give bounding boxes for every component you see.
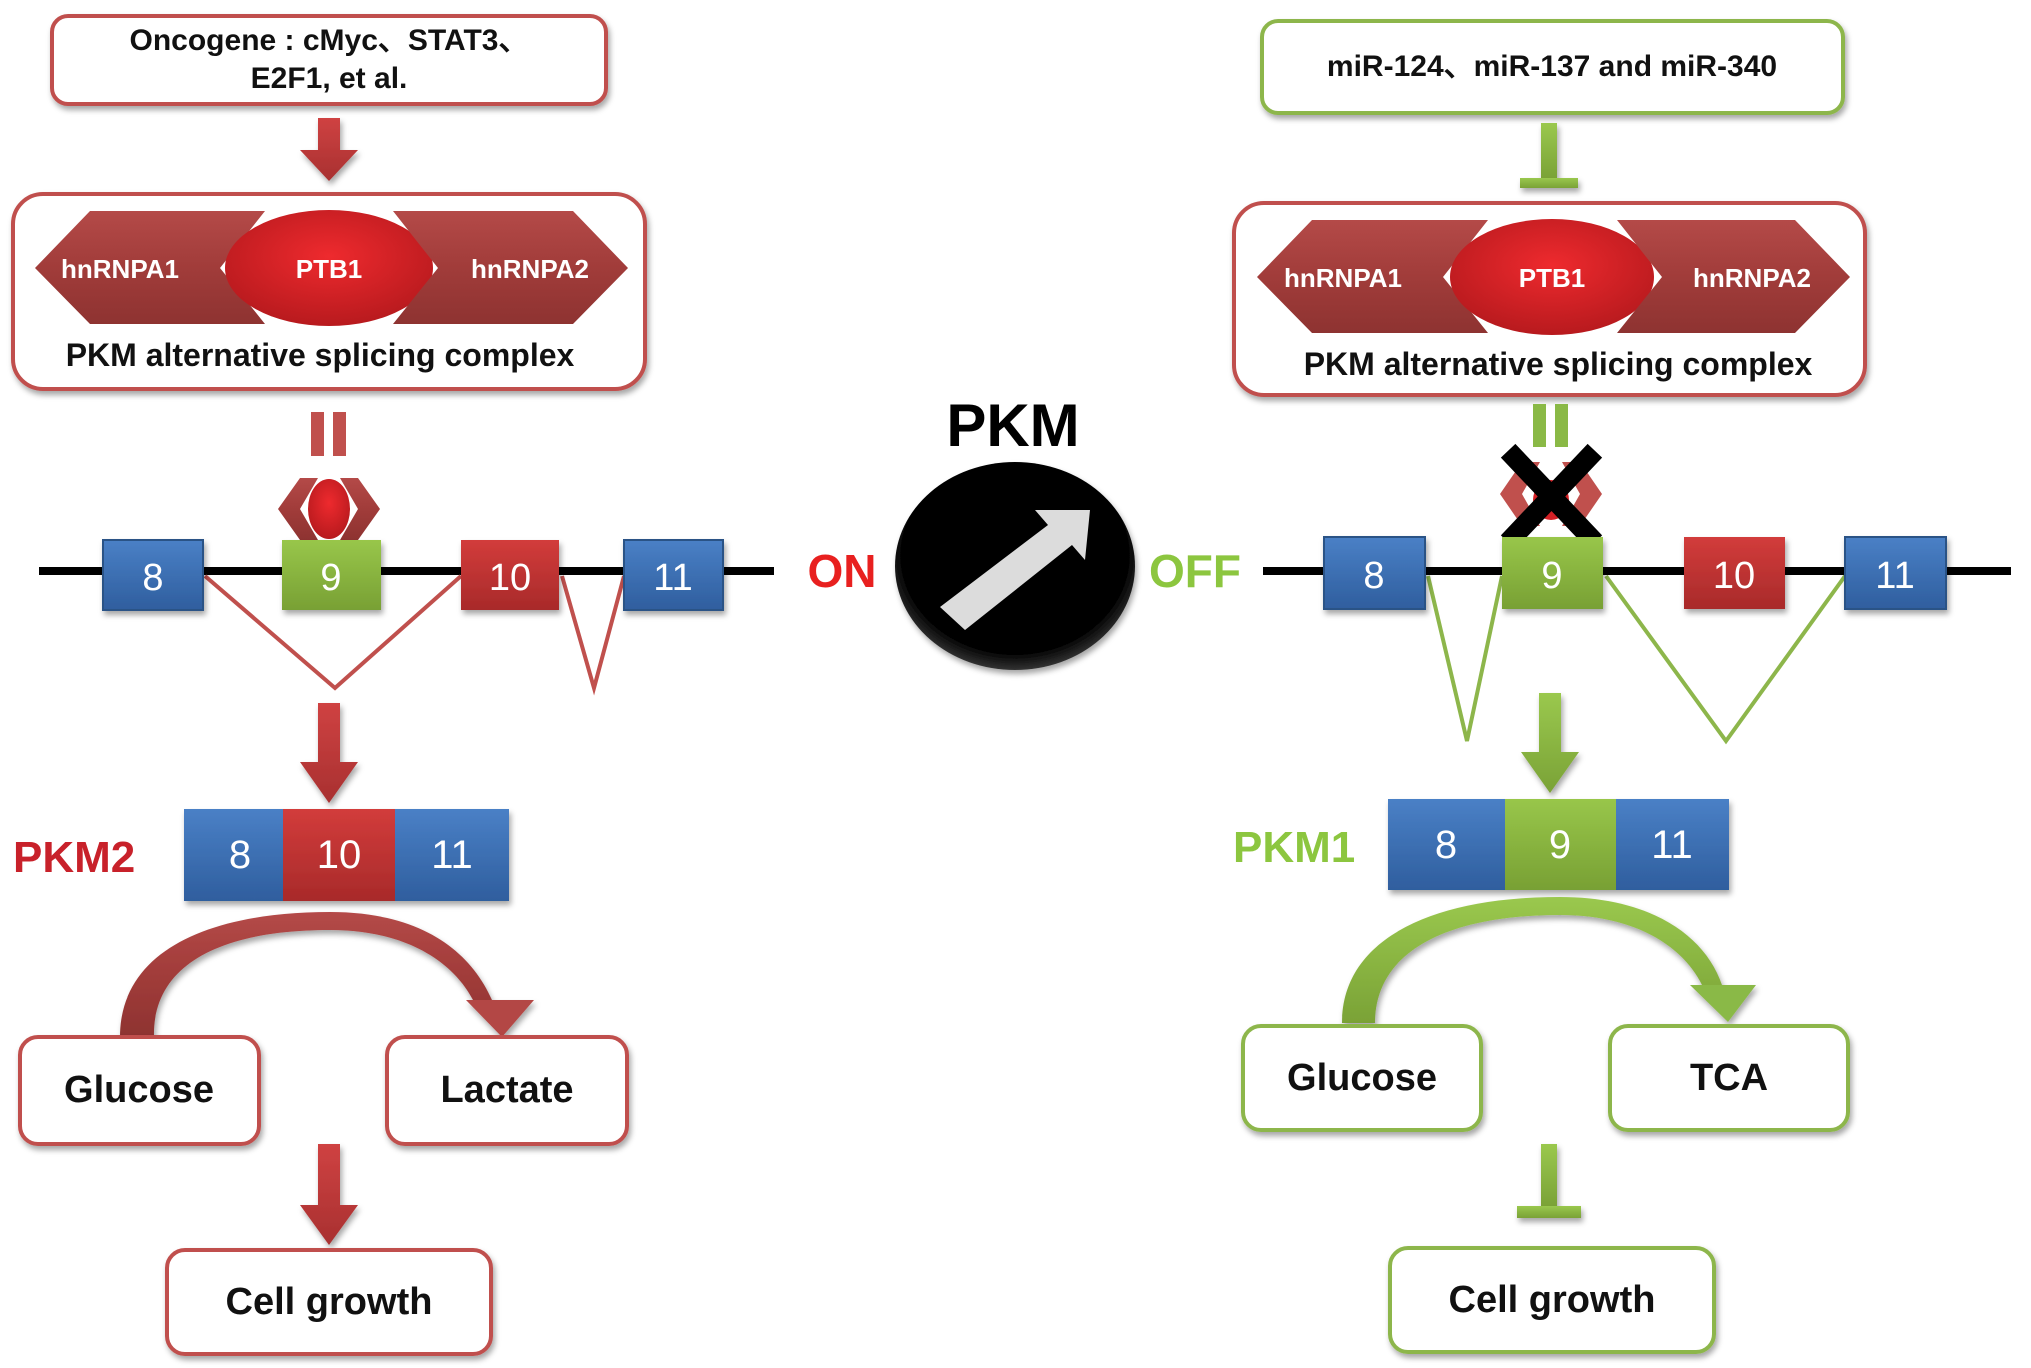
exon-8-right: 8 (1323, 536, 1426, 610)
cell-growth-label-right: Cell growth (1449, 1279, 1656, 1321)
hnrnpa1-label-right: hnRNPA1 (1284, 263, 1402, 293)
activation-arrow-icon (300, 118, 358, 181)
glucose-label-right: Glucose (1287, 1057, 1437, 1099)
exon-8-label-right: 8 (1363, 555, 1384, 597)
ptb1-label-right: PTB1 (1519, 263, 1585, 293)
hnrnpa2-label: hnRNPA2 (471, 254, 589, 284)
exon-9-label: 9 (320, 557, 341, 599)
oncogene-line1: Oncogene : cMyc、STAT3、 (130, 24, 529, 57)
complex-label: PKM alternative splicing complex (66, 337, 575, 373)
pkm1-seg-11: 11 (1651, 823, 1693, 867)
pkm2-label: PKM2 (13, 833, 135, 882)
splicing-complex-box-right: hnRNPA1 PTB1 hnRNPA2 PKM alternative spl… (1232, 201, 1867, 397)
hnrnpa2-label-right: hnRNPA2 (1693, 263, 1811, 293)
pkm1-seg-9: 9 (1549, 823, 1571, 867)
tca-label: TCA (1690, 1057, 1768, 1099)
splice-line-10-11 (560, 575, 626, 696)
right-panel: miR-124、miR-137 and miR-340 hnRNPA1 PTB1… (1232, 19, 2011, 1354)
ptb1-label: PTB1 (296, 254, 362, 284)
cell-growth-label-left: Cell growth (226, 1281, 433, 1323)
center-switch: PKM ON OFF (808, 392, 1241, 670)
tca-box: TCA (1608, 1024, 1850, 1132)
glucose-label-left: Glucose (64, 1069, 214, 1111)
blocked-complex-icon (1500, 443, 1603, 550)
promotes-arrow-icon (300, 1144, 358, 1245)
on-label: ON (808, 545, 877, 597)
oxidative-curved-arrow-icon (1342, 897, 1756, 1023)
exon-10: 10 (461, 540, 559, 610)
pkm1-mrna (1388, 799, 1729, 890)
exon-9: 9 (282, 540, 381, 610)
down-arrow-icon (300, 703, 358, 803)
ptb1-ellipse-icon (225, 210, 433, 326)
left-panel: Oncogene : cMyc、STAT3、 E2F1, et al. hnRN… (11, 14, 774, 1356)
hnrnpa1-hexagon-icon (35, 211, 265, 324)
exon-11: 11 (623, 539, 724, 611)
exon-11-right: 11 (1844, 536, 1947, 610)
hnrnpa1-hexagon-icon (1257, 220, 1488, 333)
glucose-box-right: Glucose (1241, 1024, 1483, 1132)
binding-equals-icon (311, 412, 346, 456)
splice-line-8-10 (203, 574, 463, 691)
splice-line-9-11 (1604, 574, 1847, 745)
oncogene-box: Oncogene : cMyc、STAT3、 E2F1, et al. (50, 14, 608, 106)
pkm2-mrna (184, 809, 509, 901)
binding-equals-icon-right (1533, 404, 1568, 447)
bound-complex-icon (278, 478, 380, 540)
cell-growth-box-left: Cell growth (165, 1248, 493, 1356)
glycolysis-curved-arrow-icon (120, 912, 534, 1037)
pkm1-label: PKM1 (1233, 823, 1355, 872)
exon-8: 8 (102, 539, 204, 611)
glucose-box-left: Glucose (18, 1035, 261, 1146)
exon-9-right: 9 (1502, 537, 1603, 609)
mirna-label: miR-124、miR-137 and miR-340 (1327, 50, 1777, 83)
inhibition-bar-icon-bottom (1517, 1144, 1581, 1218)
off-label: OFF (1149, 545, 1241, 597)
exon-11-label-right: 11 (1875, 555, 1914, 597)
exon-8-label: 8 (142, 557, 163, 599)
splice-line-8-9 (1426, 575, 1504, 742)
lactate-box: Lactate (385, 1035, 629, 1146)
ptb1-ellipse-icon (1450, 219, 1654, 335)
cell-growth-box-right: Cell growth (1388, 1246, 1716, 1354)
oncogene-line2: E2F1, et al. (251, 62, 408, 95)
inhibition-bar-icon (1520, 123, 1578, 188)
pkm2-seg-8: 8 (229, 833, 251, 877)
exon-10-label-right: 10 (1713, 555, 1755, 597)
exon-11-label: 11 (653, 557, 692, 599)
complex-label-right: PKM alternative splicing complex (1304, 346, 1813, 382)
pkm1-seg-8: 8 (1435, 823, 1457, 867)
pkm2-seg-10: 10 (317, 833, 362, 877)
pkm-title: PKM (946, 392, 1079, 459)
exon-9-label-right: 9 (1541, 555, 1562, 597)
splicing-complex-box: hnRNPA1 PTB1 hnRNPA2 PKM alternative spl… (11, 192, 647, 391)
exon-10-label: 10 (489, 557, 531, 599)
lactate-label: Lactate (440, 1069, 573, 1111)
hnrnpa1-label: hnRNPA1 (61, 254, 179, 284)
hnrnpa2-hexagon-icon (1617, 220, 1850, 333)
switch-arrow-icon (940, 510, 1090, 630)
mirna-box: miR-124、miR-137 and miR-340 (1260, 19, 1845, 115)
hnrnpa2-hexagon-icon (393, 211, 628, 324)
x-mark-icon (1500, 443, 1603, 550)
pkm2-seg-11: 11 (431, 833, 473, 877)
exon-10-right: 10 (1684, 537, 1785, 609)
down-arrow-icon-right (1521, 693, 1579, 793)
